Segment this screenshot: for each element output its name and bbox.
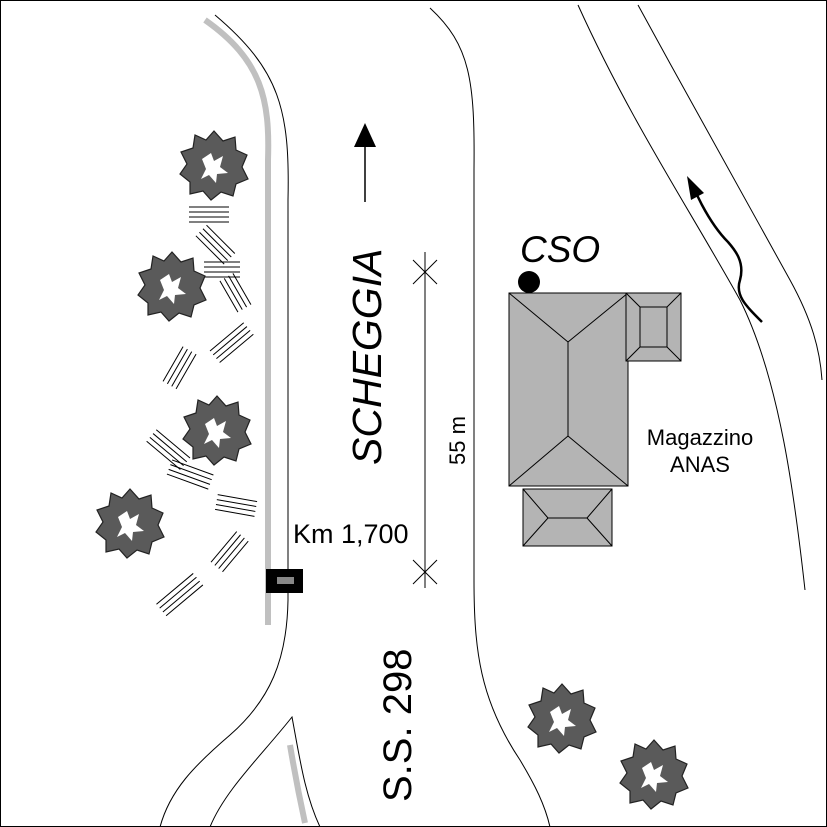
guardrail-left — [203, 17, 272, 625]
wavy-arrow-icon — [687, 176, 763, 323]
road-left-edge — [159, 14, 289, 827]
road-label: S.S. 298 — [376, 649, 420, 802]
dot-icon — [518, 271, 540, 293]
station-label: CSO — [520, 229, 600, 270]
building-label-line1: Magazzino — [647, 425, 753, 450]
km-marker-label: Km 1,700 — [293, 519, 409, 549]
road-right-edge — [429, 7, 551, 827]
direction-label: SCHEGGIA — [344, 249, 390, 465]
distance-line — [412, 252, 438, 588]
distance-label: 55 m — [445, 416, 470, 465]
building-label-line2: ANAS — [670, 452, 730, 477]
guardrail-side-road — [287, 744, 308, 824]
milestone-icon — [266, 569, 303, 593]
hatched-ground — [146, 206, 258, 617]
river-right-bank — [637, 4, 823, 381]
building-anas — [508, 292, 682, 547]
river-left-bank — [577, 4, 806, 591]
side-road-edge — [209, 715, 321, 827]
arrow-up-icon — [354, 123, 376, 202]
